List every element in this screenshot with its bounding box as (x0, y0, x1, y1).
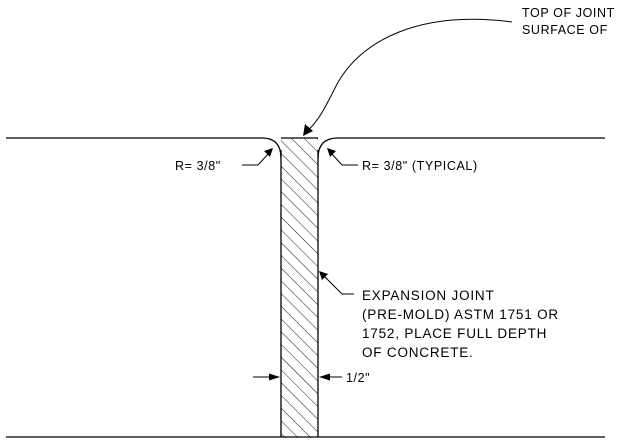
left-radius-label: R= 3/8" (175, 159, 221, 173)
expansion-note-arrowhead (319, 271, 328, 280)
top-callout-line-2: SURFACE OF (522, 23, 608, 37)
expansion-joint-hatched-fill (281, 138, 318, 438)
left-radius-leader (242, 151, 271, 166)
right-radius-arrowhead (327, 148, 336, 157)
top-callout-arrowhead (303, 124, 313, 136)
right-rounded-edge (317, 137, 339, 159)
expansion-note-line-4: OF CONCRETE. (362, 345, 474, 360)
expansion-note-line-1: EXPANSION JOINT (362, 288, 495, 303)
right-radius-leader (329, 151, 358, 166)
right-radius-label: R= 3/8" (TYPICAL) (362, 159, 478, 173)
width-dim-left-arrowhead (269, 373, 280, 381)
top-callout-line-1: TOP OF JOINT (522, 6, 615, 20)
expansion-note-line-3: 1752, PLACE FULL DEPTH (362, 326, 547, 341)
left-radius-arrowhead (264, 148, 273, 157)
expansion-note-leader (321, 273, 354, 295)
top-callout-leader (305, 18, 513, 133)
expansion-note-line-2: (PRE-MOLD) ASTM 1751 OR (362, 307, 559, 322)
joint-width-label: 1/2" (346, 371, 370, 385)
width-dim-right-arrowhead (319, 373, 330, 381)
left-rounded-edge (261, 137, 282, 159)
